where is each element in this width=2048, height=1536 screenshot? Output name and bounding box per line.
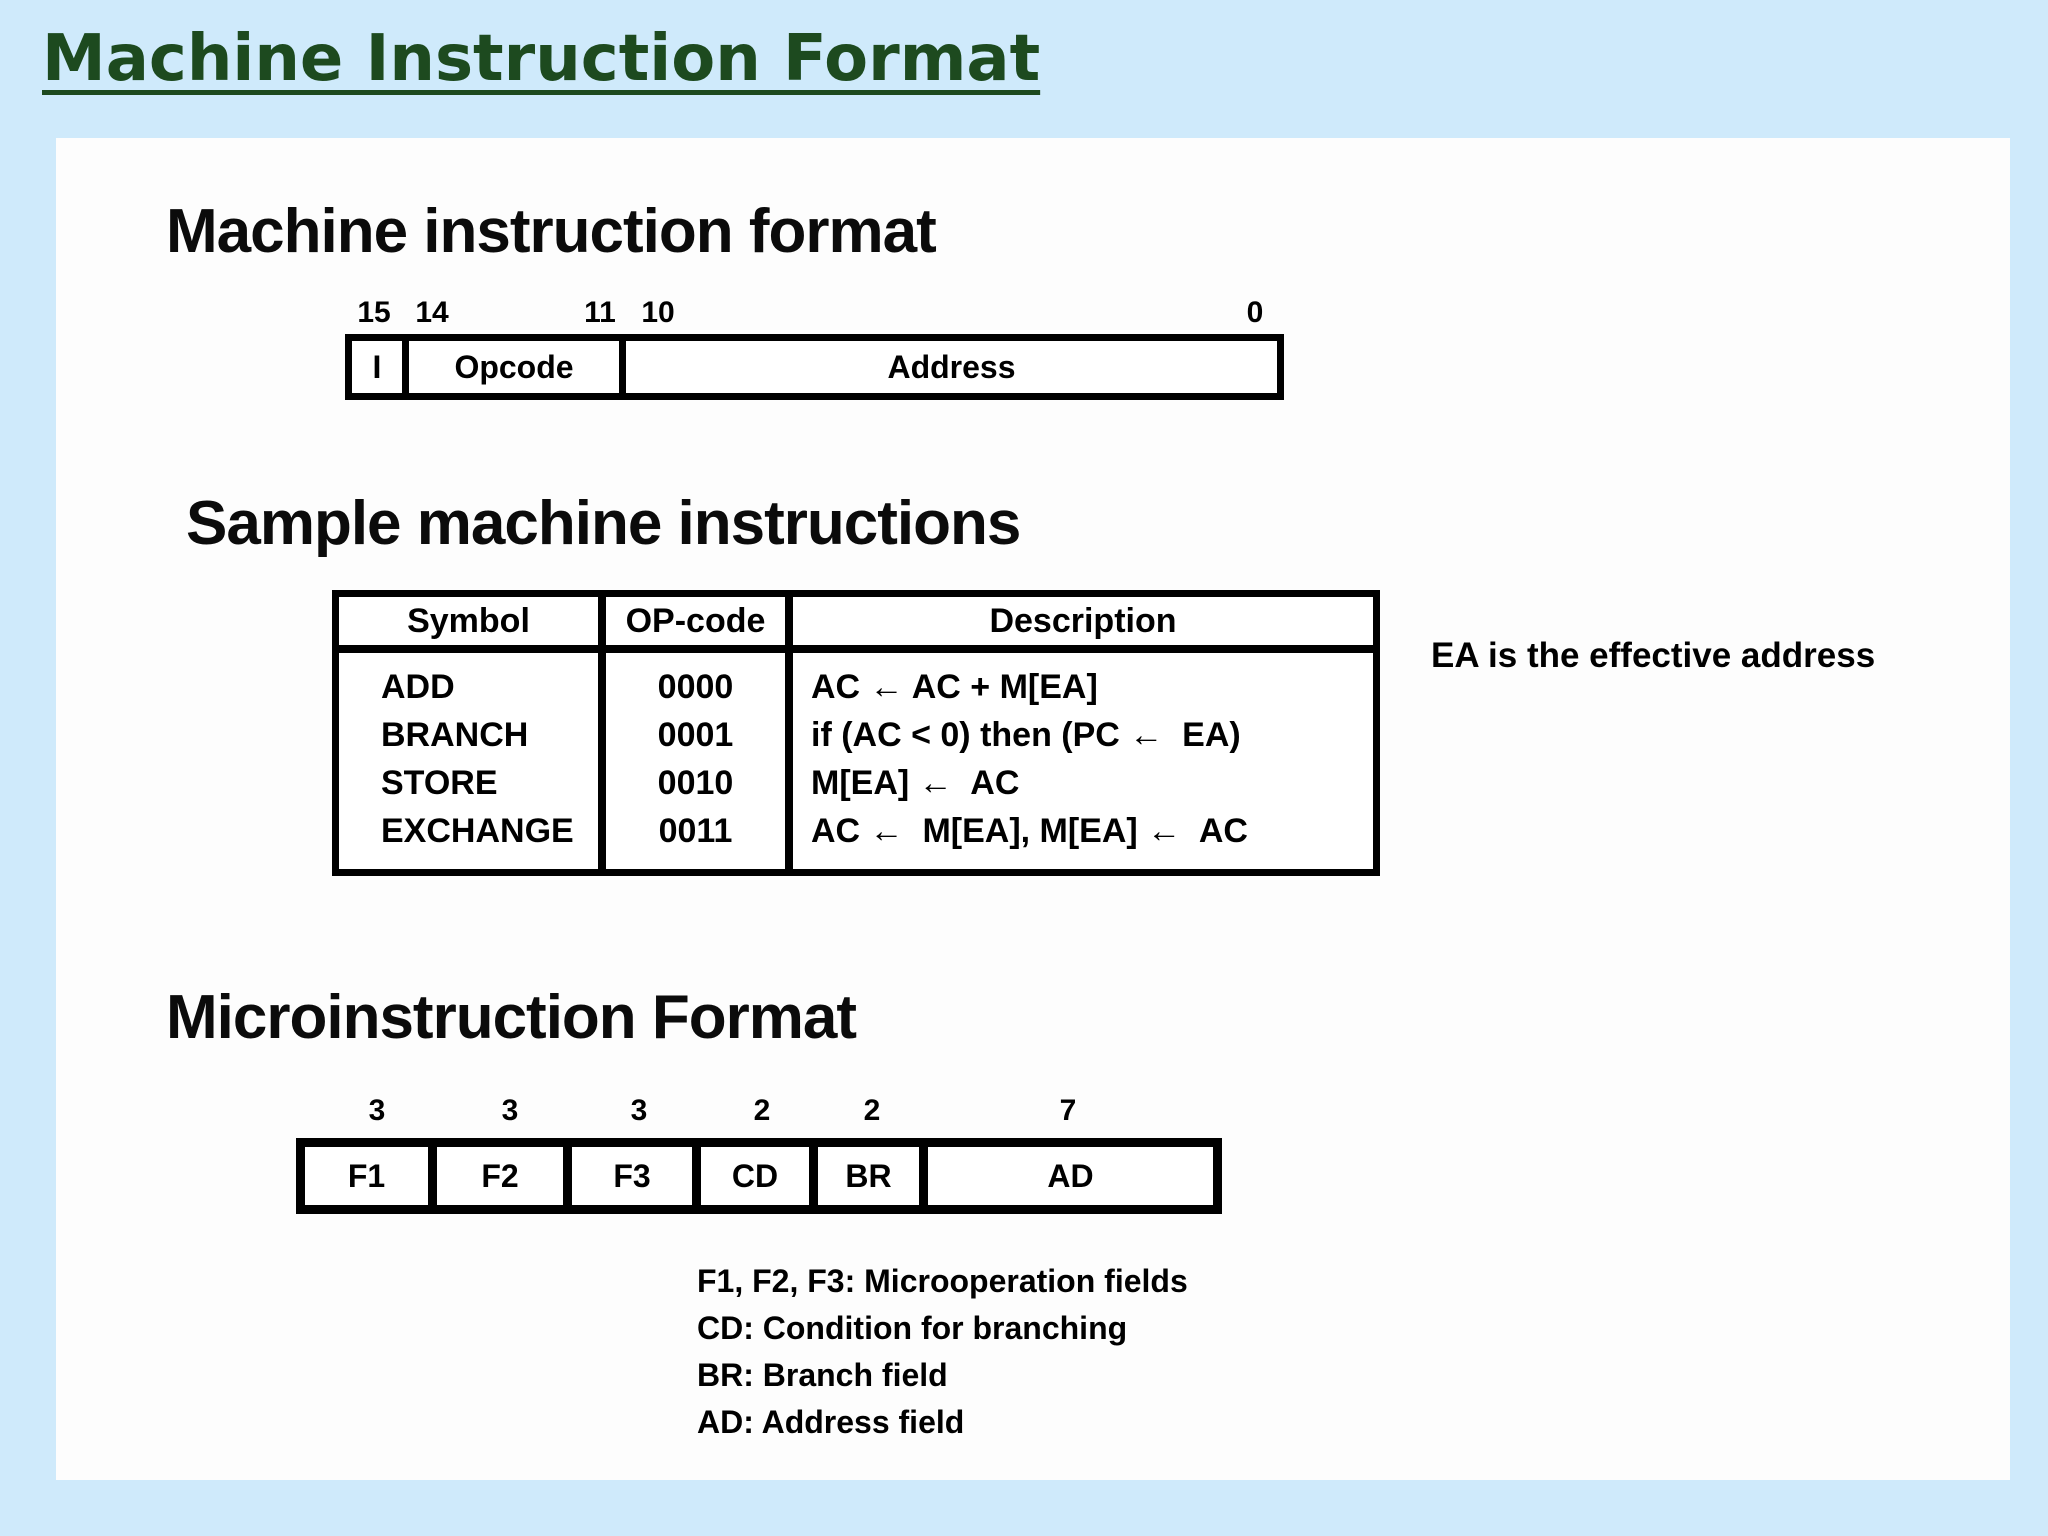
field-cell-f3: F3	[572, 1147, 692, 1205]
symbol-store: STORE	[381, 764, 498, 802]
symbol-exchange: EXCHANGE	[381, 812, 574, 850]
description-branch: if (AC < 0) then (PC ← EA)	[811, 716, 1241, 754]
bit-label-15: 15	[357, 296, 391, 329]
bit-label-0: 0	[1246, 296, 1264, 329]
sample-instructions-heading: Sample machine instructions	[186, 489, 1021, 558]
header-description: Description	[989, 601, 1177, 640]
bit-label-11: 11	[584, 296, 616, 329]
legend-branch-field: BR: Branch field	[697, 1357, 948, 1393]
opcode-exchange: 0011	[658, 812, 733, 850]
sample-instructions-table: Symbol OP-code Description ADD BRANCH ST…	[332, 590, 1380, 876]
field-cell-address: Address	[619, 341, 1277, 393]
table-body: ADD BRANCH STORE EXCHANGE 0000 0001 0010…	[339, 653, 1373, 869]
field-cell-cd: CD	[701, 1147, 809, 1205]
machine-format-heading: Machine instruction format	[166, 197, 937, 266]
legend-condition-field: CD: Condition for branching	[697, 1310, 1128, 1346]
description-store: M[EA] ← AC	[811, 764, 1020, 802]
table-header-row: Symbol OP-code Description	[339, 597, 1373, 653]
field-cell-i: I	[372, 348, 382, 385]
machine-instruction-word-diagram: I Opcode Address	[345, 334, 1284, 400]
slide-title: Machine Instruction Format	[42, 22, 1041, 96]
symbol-column: ADD BRANCH STORE EXCHANGE	[339, 653, 606, 869]
micro-format-heading: Microinstruction Format	[166, 983, 857, 1052]
opcode-store: 0010	[657, 764, 734, 802]
legend-address-field: AD: Address field	[697, 1404, 965, 1440]
symbol-add: ADD	[381, 668, 455, 706]
opcode-add: 0000	[657, 668, 734, 706]
field-cell-br: BR	[818, 1147, 919, 1205]
effective-address-note: EA is the effective address	[1431, 636, 1876, 675]
description-exchange: AC ← M[EA], M[EA] ← AC	[811, 812, 1248, 850]
description-add: AC ← AC + M[EA]	[811, 668, 1098, 706]
field-cell-f1: F1	[305, 1147, 428, 1205]
legend-microoperation-fields: F1, F2, F3: Microoperation fields	[697, 1263, 1188, 1299]
width-label-cd: 2	[753, 1094, 771, 1127]
micro-field-legend: F1, F2, F3: Microoperation fields CD: Co…	[697, 1258, 1188, 1446]
field-cell-ad: AD	[928, 1147, 1213, 1205]
bit-label-10: 10	[641, 296, 675, 329]
description-column: AC ← AC + M[EA] if (AC < 0) then (PC ← E…	[793, 653, 1373, 869]
field-cell-f2: F2	[437, 1147, 563, 1205]
bit-label-14: 14	[415, 296, 449, 329]
opcode-branch: 0001	[657, 716, 734, 754]
width-label-f1: 3	[368, 1094, 386, 1127]
header-opcode: OP-code	[606, 597, 793, 645]
width-label-f3: 3	[630, 1094, 648, 1127]
width-label-f2: 3	[501, 1094, 519, 1127]
header-symbol: Symbol	[339, 597, 606, 645]
microinstruction-word-diagram: F1 F2 F3 CD BR AD	[296, 1138, 1222, 1214]
width-label-ad: 7	[1059, 1094, 1077, 1127]
width-label-br: 2	[863, 1094, 881, 1127]
field-cell-opcode: Opcode	[402, 341, 619, 393]
opcode-column: 0000 0001 0010 0011	[606, 653, 793, 869]
symbol-branch: BRANCH	[381, 716, 529, 754]
